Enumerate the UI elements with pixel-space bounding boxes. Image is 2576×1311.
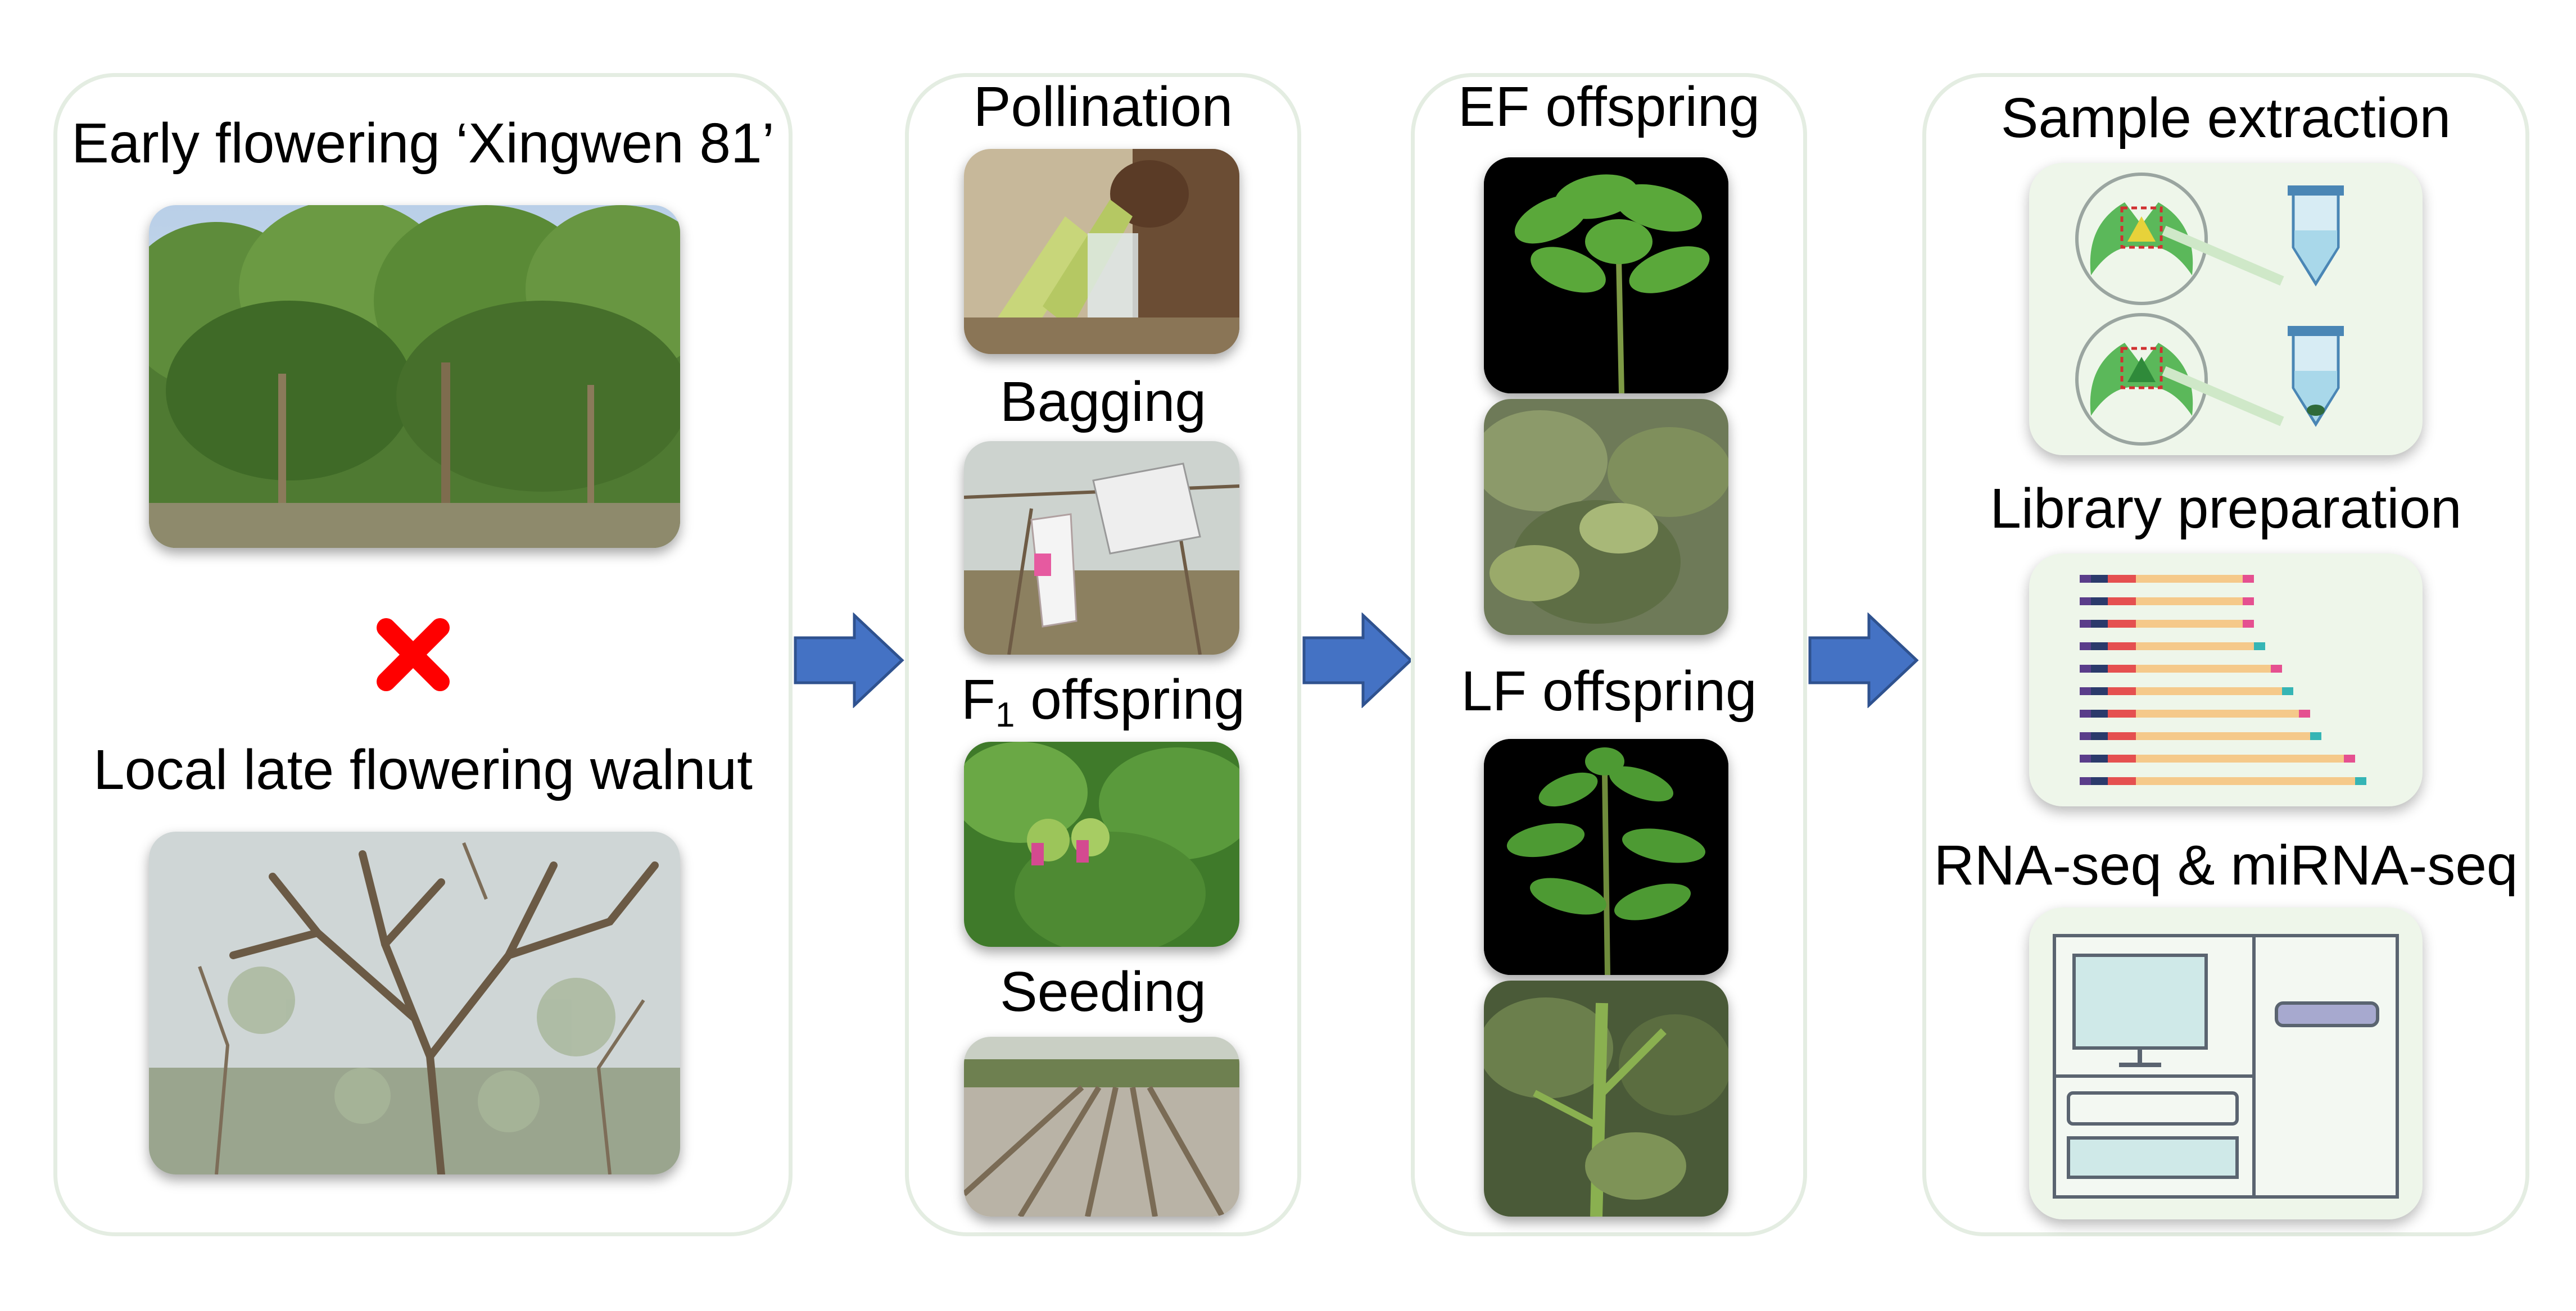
early-flowering-tree-photo: [149, 205, 680, 548]
ef-offspring-label: EF offspring: [1457, 75, 1760, 138]
arrow-right-icon: [793, 612, 905, 709]
library-preparation-card: [2029, 554, 2423, 806]
sample-extraction-label: Sample extraction: [2000, 87, 2451, 149]
library-preparation-label: Library preparation: [1990, 477, 2462, 540]
seeding-label: Seeding: [1000, 960, 1206, 1023]
rna-seq-label: RNA-seq & miRNA-seq: [1934, 834, 2518, 897]
seeding-photo: [964, 1037, 1239, 1217]
f1-offspring-photo: [964, 742, 1239, 947]
ef-flower-photo: [1484, 399, 1728, 635]
sequencer-card: [2029, 908, 2423, 1219]
pollination-photo: [964, 149, 1239, 354]
bagging-label: Bagging: [1000, 370, 1206, 433]
late-flowering-label: Local late flowering walnut: [93, 738, 753, 801]
early-flowering-label: Early flowering ‘Xingwen 81’: [71, 112, 775, 175]
arrow-right-icon: [1301, 612, 1414, 709]
late-flowering-tree-photo: [149, 832, 680, 1174]
arrow-right-icon: [1807, 612, 1919, 709]
f1-prefix: F: [961, 668, 996, 731]
f1-subscript: 1: [995, 696, 1015, 734]
f1-suffix: offspring: [1015, 668, 1246, 731]
sample-extraction-card: [2029, 163, 2423, 455]
pollination-label: Pollination: [973, 75, 1233, 138]
ef-seedling-photo: [1484, 157, 1728, 393]
lf-offspring-label: LF offspring: [1461, 660, 1757, 723]
cross-icon: [374, 615, 452, 694]
bagging-photo: [964, 441, 1239, 655]
lf-seedling-photo: [1484, 739, 1728, 975]
lf-bud-photo: [1484, 981, 1728, 1217]
f1-offspring-label: F1 offspring: [905, 672, 1301, 733]
